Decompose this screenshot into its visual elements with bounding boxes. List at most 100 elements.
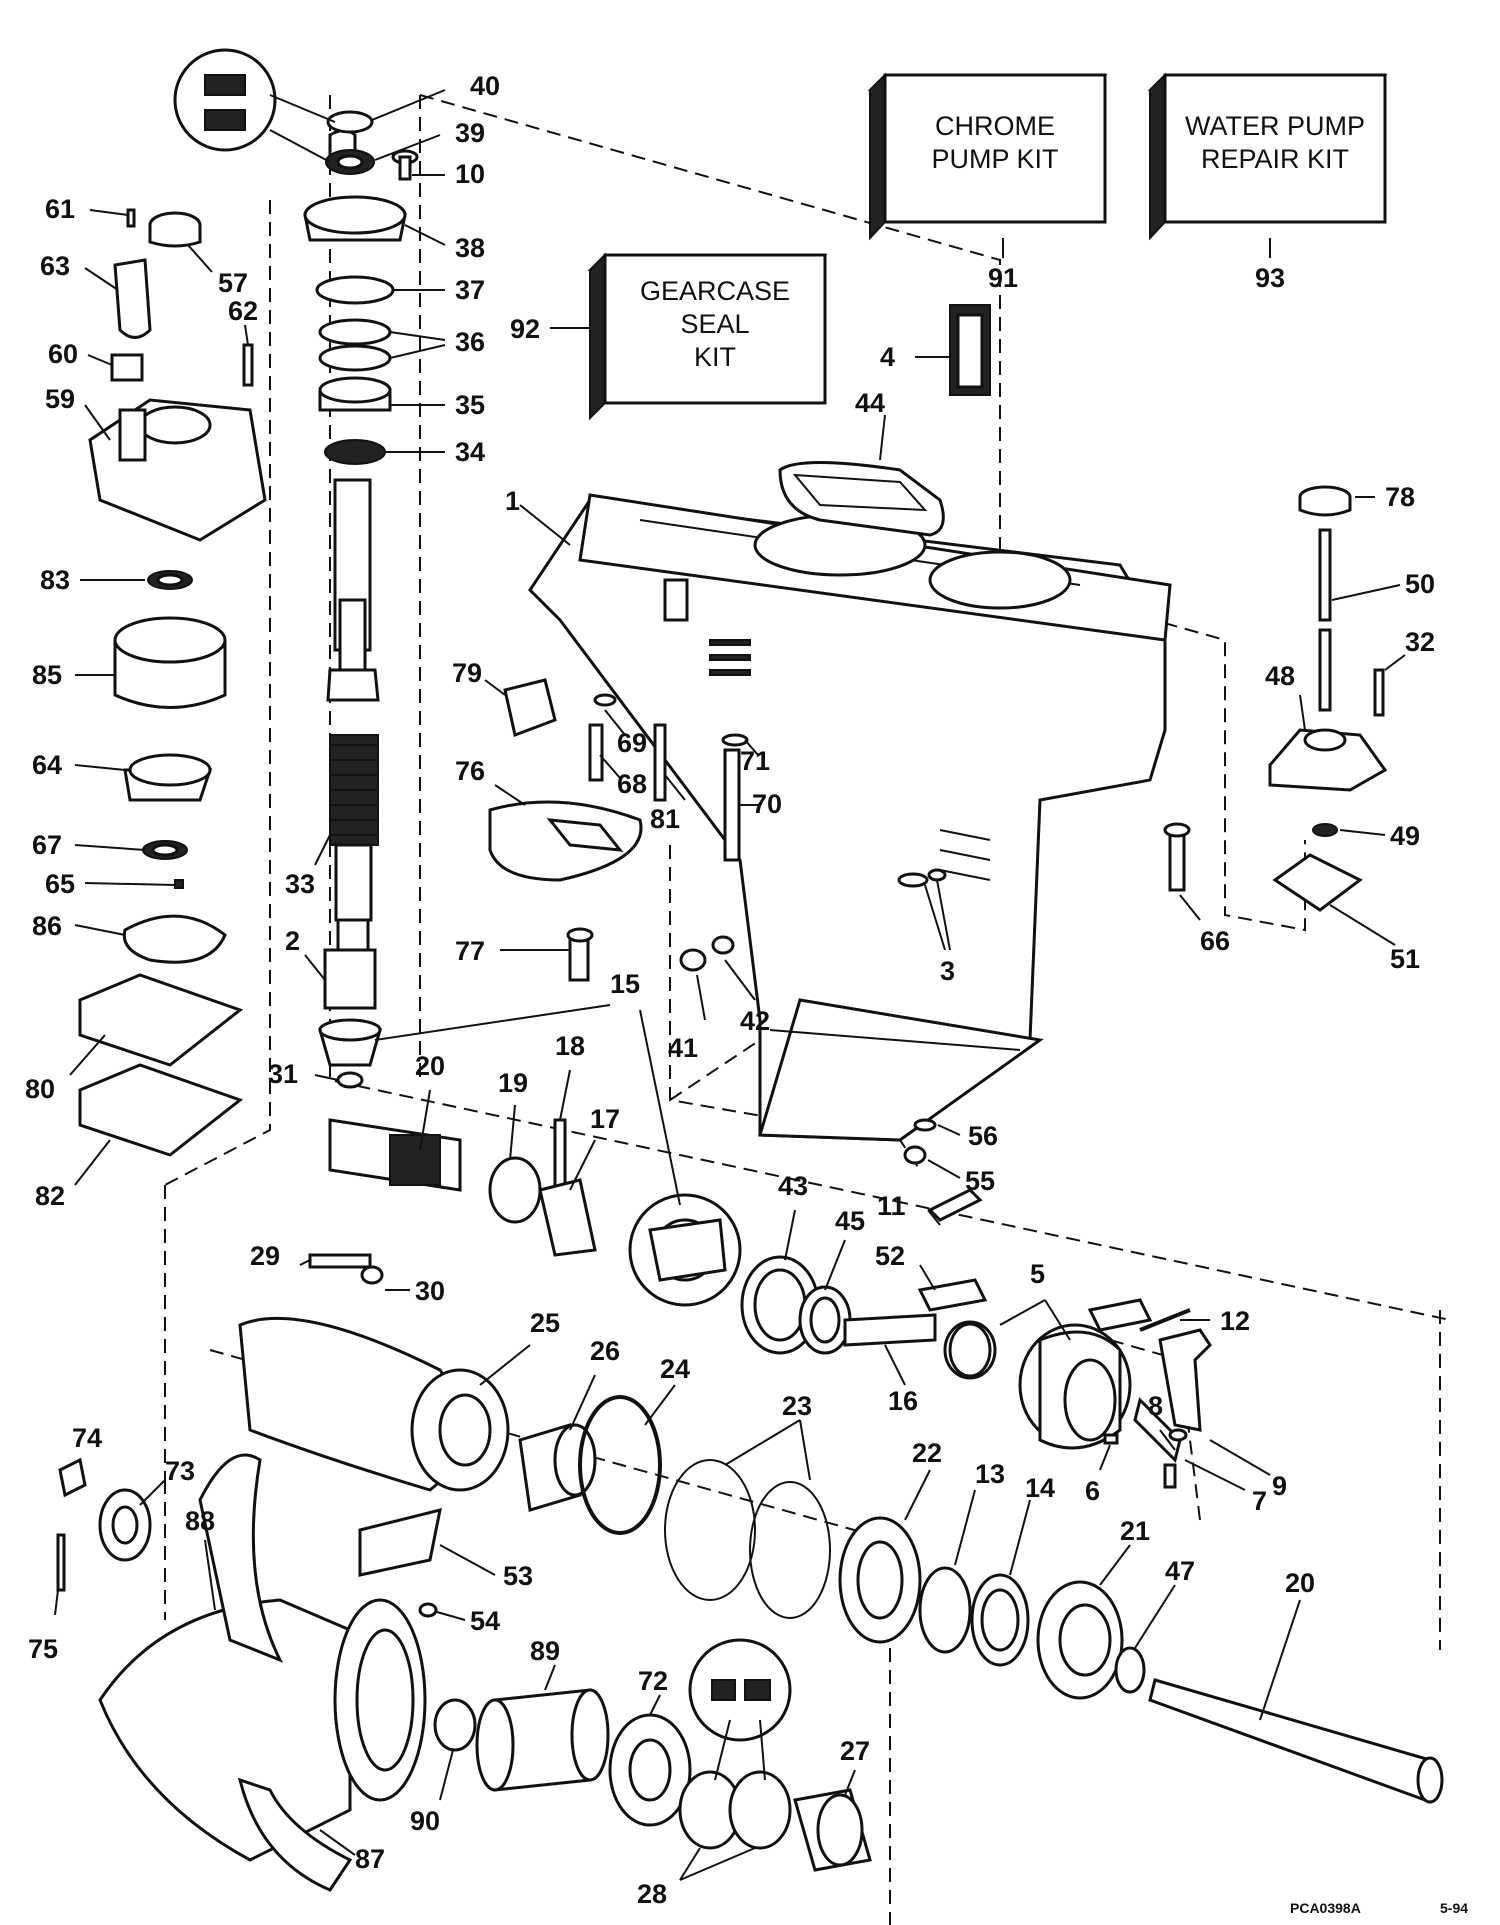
callout-63: 63 — [40, 251, 70, 281]
rings-and-gears — [578, 1395, 1146, 1700]
callout-88: 88 — [185, 1506, 215, 1536]
callout-29: 29 — [250, 1241, 280, 1271]
date-code: 5-94 — [1440, 1900, 1468, 1916]
callout-45: 45 — [835, 1206, 865, 1236]
callout-49: 49 — [1390, 821, 1420, 851]
callout-32: 32 — [1405, 627, 1435, 657]
callout-76: 76 — [455, 756, 485, 786]
callout-27: 27 — [840, 1736, 870, 1766]
callout-59: 59 — [45, 384, 75, 414]
callout-56: 56 — [968, 1121, 998, 1151]
callout-37: 37 — [455, 275, 485, 305]
propshaft-assembly — [328, 1118, 1188, 1489]
callout-16: 16 — [888, 1386, 918, 1416]
callout-10: 10 — [455, 159, 485, 189]
callout-71: 71 — [740, 746, 770, 776]
callout-73: 73 — [165, 1456, 195, 1486]
chrome-pump-kit-box: CHROME PUMP KIT 91 — [867, 72, 1108, 293]
gearcase-kit-line1: GEARCASE — [640, 276, 790, 306]
callout-33: 33 — [285, 869, 315, 899]
callout-48: 48 — [1265, 661, 1295, 691]
callout-81: 81 — [650, 804, 680, 834]
chrome-kit-line2: PUMP KIT — [931, 144, 1058, 174]
callout-67: 67 — [32, 830, 62, 860]
callout-31: 31 — [268, 1059, 298, 1089]
callout-8: 8 — [1148, 1391, 1163, 1421]
callout-26: 26 — [590, 1336, 620, 1366]
callout-85: 85 — [32, 660, 62, 690]
bearing-26 — [518, 1423, 597, 1512]
clutch-and-shift-parts — [948, 1308, 1212, 1450]
chrome-kit-line1: CHROME — [935, 111, 1055, 141]
chrome-kit-number: 91 — [988, 263, 1018, 293]
callout-34: 34 — [455, 437, 485, 467]
callout-39: 39 — [455, 118, 485, 148]
callout-90: 90 — [410, 1806, 440, 1836]
callout-55: 55 — [965, 1166, 995, 1196]
driveshaft-assembly — [303, 110, 407, 1089]
callout-1: 1 — [505, 486, 520, 516]
callout-2: 2 — [285, 926, 300, 956]
water-pump-repair-kit-box: WATER PUMP REPAIR KIT 93 — [1147, 72, 1388, 293]
callout-42: 42 — [740, 1006, 770, 1036]
callout-38: 38 — [455, 233, 485, 263]
callout-64: 64 — [32, 750, 62, 780]
callout-35: 35 — [455, 390, 485, 420]
callout-30: 30 — [415, 1276, 445, 1306]
propeller-shaft-20 — [1148, 1678, 1444, 1804]
callout-51: 51 — [1390, 944, 1420, 974]
callout-69: 69 — [617, 728, 647, 758]
screen-4 — [949, 304, 991, 396]
callout-41: 41 — [668, 1033, 698, 1063]
callout-61: 61 — [45, 194, 75, 224]
callout-75: 75 — [28, 1634, 58, 1664]
callout-20: 20 — [415, 1051, 445, 1081]
callout-labels: 40 39 10 38 37 36 35 34 33 2 31 61 57 63… — [25, 71, 1435, 1909]
water-pump-kit-line1: WATER PUMP — [1185, 111, 1365, 141]
callout-6: 6 — [1085, 1476, 1100, 1506]
callout-20b: 20 — [1285, 1568, 1315, 1598]
callout-72: 72 — [638, 1666, 668, 1696]
callout-28: 28 — [637, 1879, 667, 1909]
intake-grommet-44 — [778, 461, 945, 537]
seal-inset-top — [173, 48, 336, 163]
callout-15: 15 — [610, 969, 640, 999]
callout-60: 60 — [48, 339, 78, 369]
callout-24: 24 — [660, 1354, 690, 1384]
callout-7: 7 — [1252, 1486, 1267, 1516]
callout-78: 78 — [1385, 482, 1415, 512]
callout-43: 43 — [778, 1171, 808, 1201]
shift-parts-right — [1163, 485, 1388, 912]
gearcase-kit-line2: SEAL — [680, 309, 749, 339]
callout-79: 79 — [452, 658, 482, 688]
callout-36: 36 — [455, 327, 485, 357]
propeller-assembly — [56, 1453, 442, 1892]
callout-47: 47 — [1165, 1556, 1195, 1586]
callout-70: 70 — [752, 789, 782, 819]
water-pump-parts — [78, 208, 267, 1157]
callout-66: 66 — [1200, 926, 1230, 956]
callout-13: 13 — [975, 1459, 1005, 1489]
callout-4: 4 — [880, 342, 895, 372]
callout-68: 68 — [617, 769, 647, 799]
callout-74: 74 — [72, 1423, 102, 1453]
callout-23: 23 — [782, 1391, 812, 1421]
callout-65: 65 — [45, 869, 75, 899]
callout-18: 18 — [555, 1031, 585, 1061]
callout-9: 9 — [1272, 1471, 1287, 1501]
water-pump-kit-number: 93 — [1255, 263, 1285, 293]
water-pump-kit-line2: REPAIR KIT — [1201, 144, 1349, 174]
callout-52: 52 — [875, 1241, 905, 1271]
callout-19: 19 — [498, 1068, 528, 1098]
callout-80: 80 — [25, 1074, 55, 1104]
callout-54: 54 — [470, 1606, 500, 1636]
mid-hardware — [488, 678, 947, 1165]
thrust-hub-parts — [433, 1638, 872, 1872]
callout-89: 89 — [530, 1636, 560, 1666]
callout-62: 62 — [228, 296, 258, 326]
callout-83: 83 — [40, 565, 70, 595]
callout-86: 86 — [32, 911, 62, 941]
callout-14: 14 — [1025, 1473, 1055, 1503]
callout-50: 50 — [1405, 569, 1435, 599]
